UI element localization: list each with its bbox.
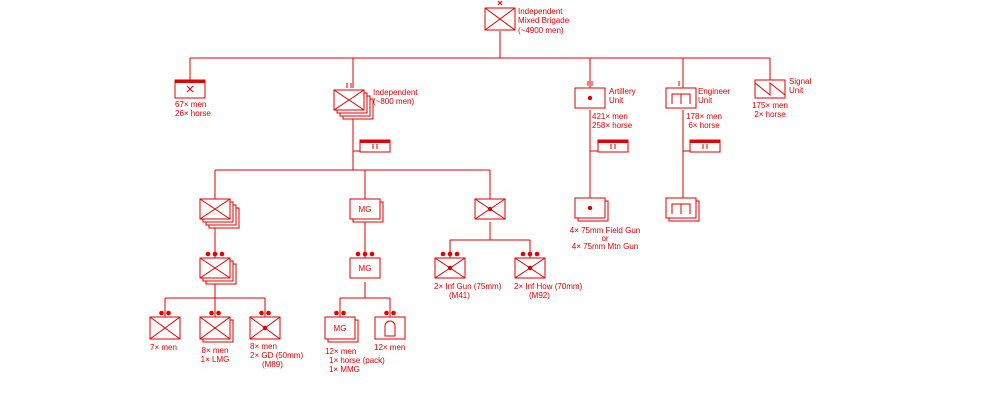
unit-frame [374,316,406,340]
connector-lines [164,31,771,317]
engineer-unit-symbol [665,81,697,109]
gd-squad-symbol [249,310,281,340]
echelon-marker [497,0,503,6]
echelon-dot [440,251,446,257]
rifle-company-symbol [199,192,240,229]
rifle-hq-squad-symbol [149,310,181,340]
echelon-dot [219,251,225,257]
echelon-dot [520,251,526,257]
machine-gun-icon: MG [359,205,372,214]
echelon-dot [355,251,361,257]
battalion-symbol [333,83,374,120]
engineer-icon [671,203,691,214]
hq-bar [690,140,720,143]
artillery-dot [262,325,268,331]
inf-how-strength: 2× Inf How (70mm)(M92) [514,282,583,300]
artillery-dot [447,265,453,271]
lmg-squad-symbol [199,310,234,343]
signal-unit-symbol [754,79,786,99]
infantry-cross [199,198,231,220]
echelon-dot [212,251,218,257]
gun-company-symbol [474,192,506,220]
artillery-unit-symbol [574,81,606,109]
artillery-dot [487,206,493,212]
echelon-dot [205,251,211,257]
unit-frame [349,257,381,279]
infantry-cross [199,257,231,279]
ammo-squad-symbol [374,310,406,340]
mg-company-symbol: MG [349,192,384,223]
engineer-hq-symbol [689,139,721,153]
infantry-cross [199,316,231,340]
machine-gun-icon: MG [359,264,372,273]
infantry-cross [484,7,516,31]
echelon-dot [216,310,221,316]
brigade-hq-symbol [484,0,516,31]
ammo-squad-strength: 12× men [374,343,405,352]
echelon-dot [362,251,368,257]
hq-bar [175,80,205,83]
echelon-dot [369,251,375,257]
echelon-dot [259,310,264,316]
hq-bar [360,140,390,143]
artillery-dot [527,265,533,271]
artillery-dot [587,95,593,101]
echelon-dot [454,251,460,257]
battalion-hq-symbol [359,139,391,153]
unit-frame [324,316,356,340]
echelon-dot [391,310,396,316]
artillery-hq-symbol [597,139,629,153]
engineer-company-symbol [665,197,700,222]
machine-gun-icon: MG [334,324,347,333]
inf-gun-strength: 2× Inf Gun (75mm)(M41) [434,282,502,300]
unit-symbols: MG MG MG [149,0,786,343]
echelon-dot [447,251,453,257]
rifle-hq-squad-strength: 7× men [150,343,177,352]
rifle-platoon-symbol [199,251,237,285]
echelon-dot [527,251,533,257]
hq-bar [598,140,628,143]
echelon-dot [209,310,214,316]
hq-company-symbol [174,79,206,99]
inf-gun-platoon-symbol [434,251,466,279]
signal-icon [754,81,786,97]
engineer-icon [671,93,691,104]
ammunition-icon [384,320,396,337]
echelon-dot [384,310,389,316]
battalion-name: Independent(~800 men) [373,88,418,106]
inf-how-platoon-symbol [514,251,546,279]
echelon-dot [334,310,339,316]
infantry-cross [149,316,181,340]
artillery-battery-symbol [574,197,609,222]
echelon-dot [166,310,171,316]
unit-frame [349,198,381,220]
infantry-cross [333,89,365,111]
echelon-dot [159,310,164,316]
hq-company-icon [186,85,194,93]
echelon-dot [341,310,346,316]
echelon-dot [266,310,271,316]
mg-platoon-symbol: MG [349,251,381,279]
artillery-dot [587,205,593,211]
mmg-squad-symbol: MG [324,310,359,343]
echelon-dot [534,251,540,257]
